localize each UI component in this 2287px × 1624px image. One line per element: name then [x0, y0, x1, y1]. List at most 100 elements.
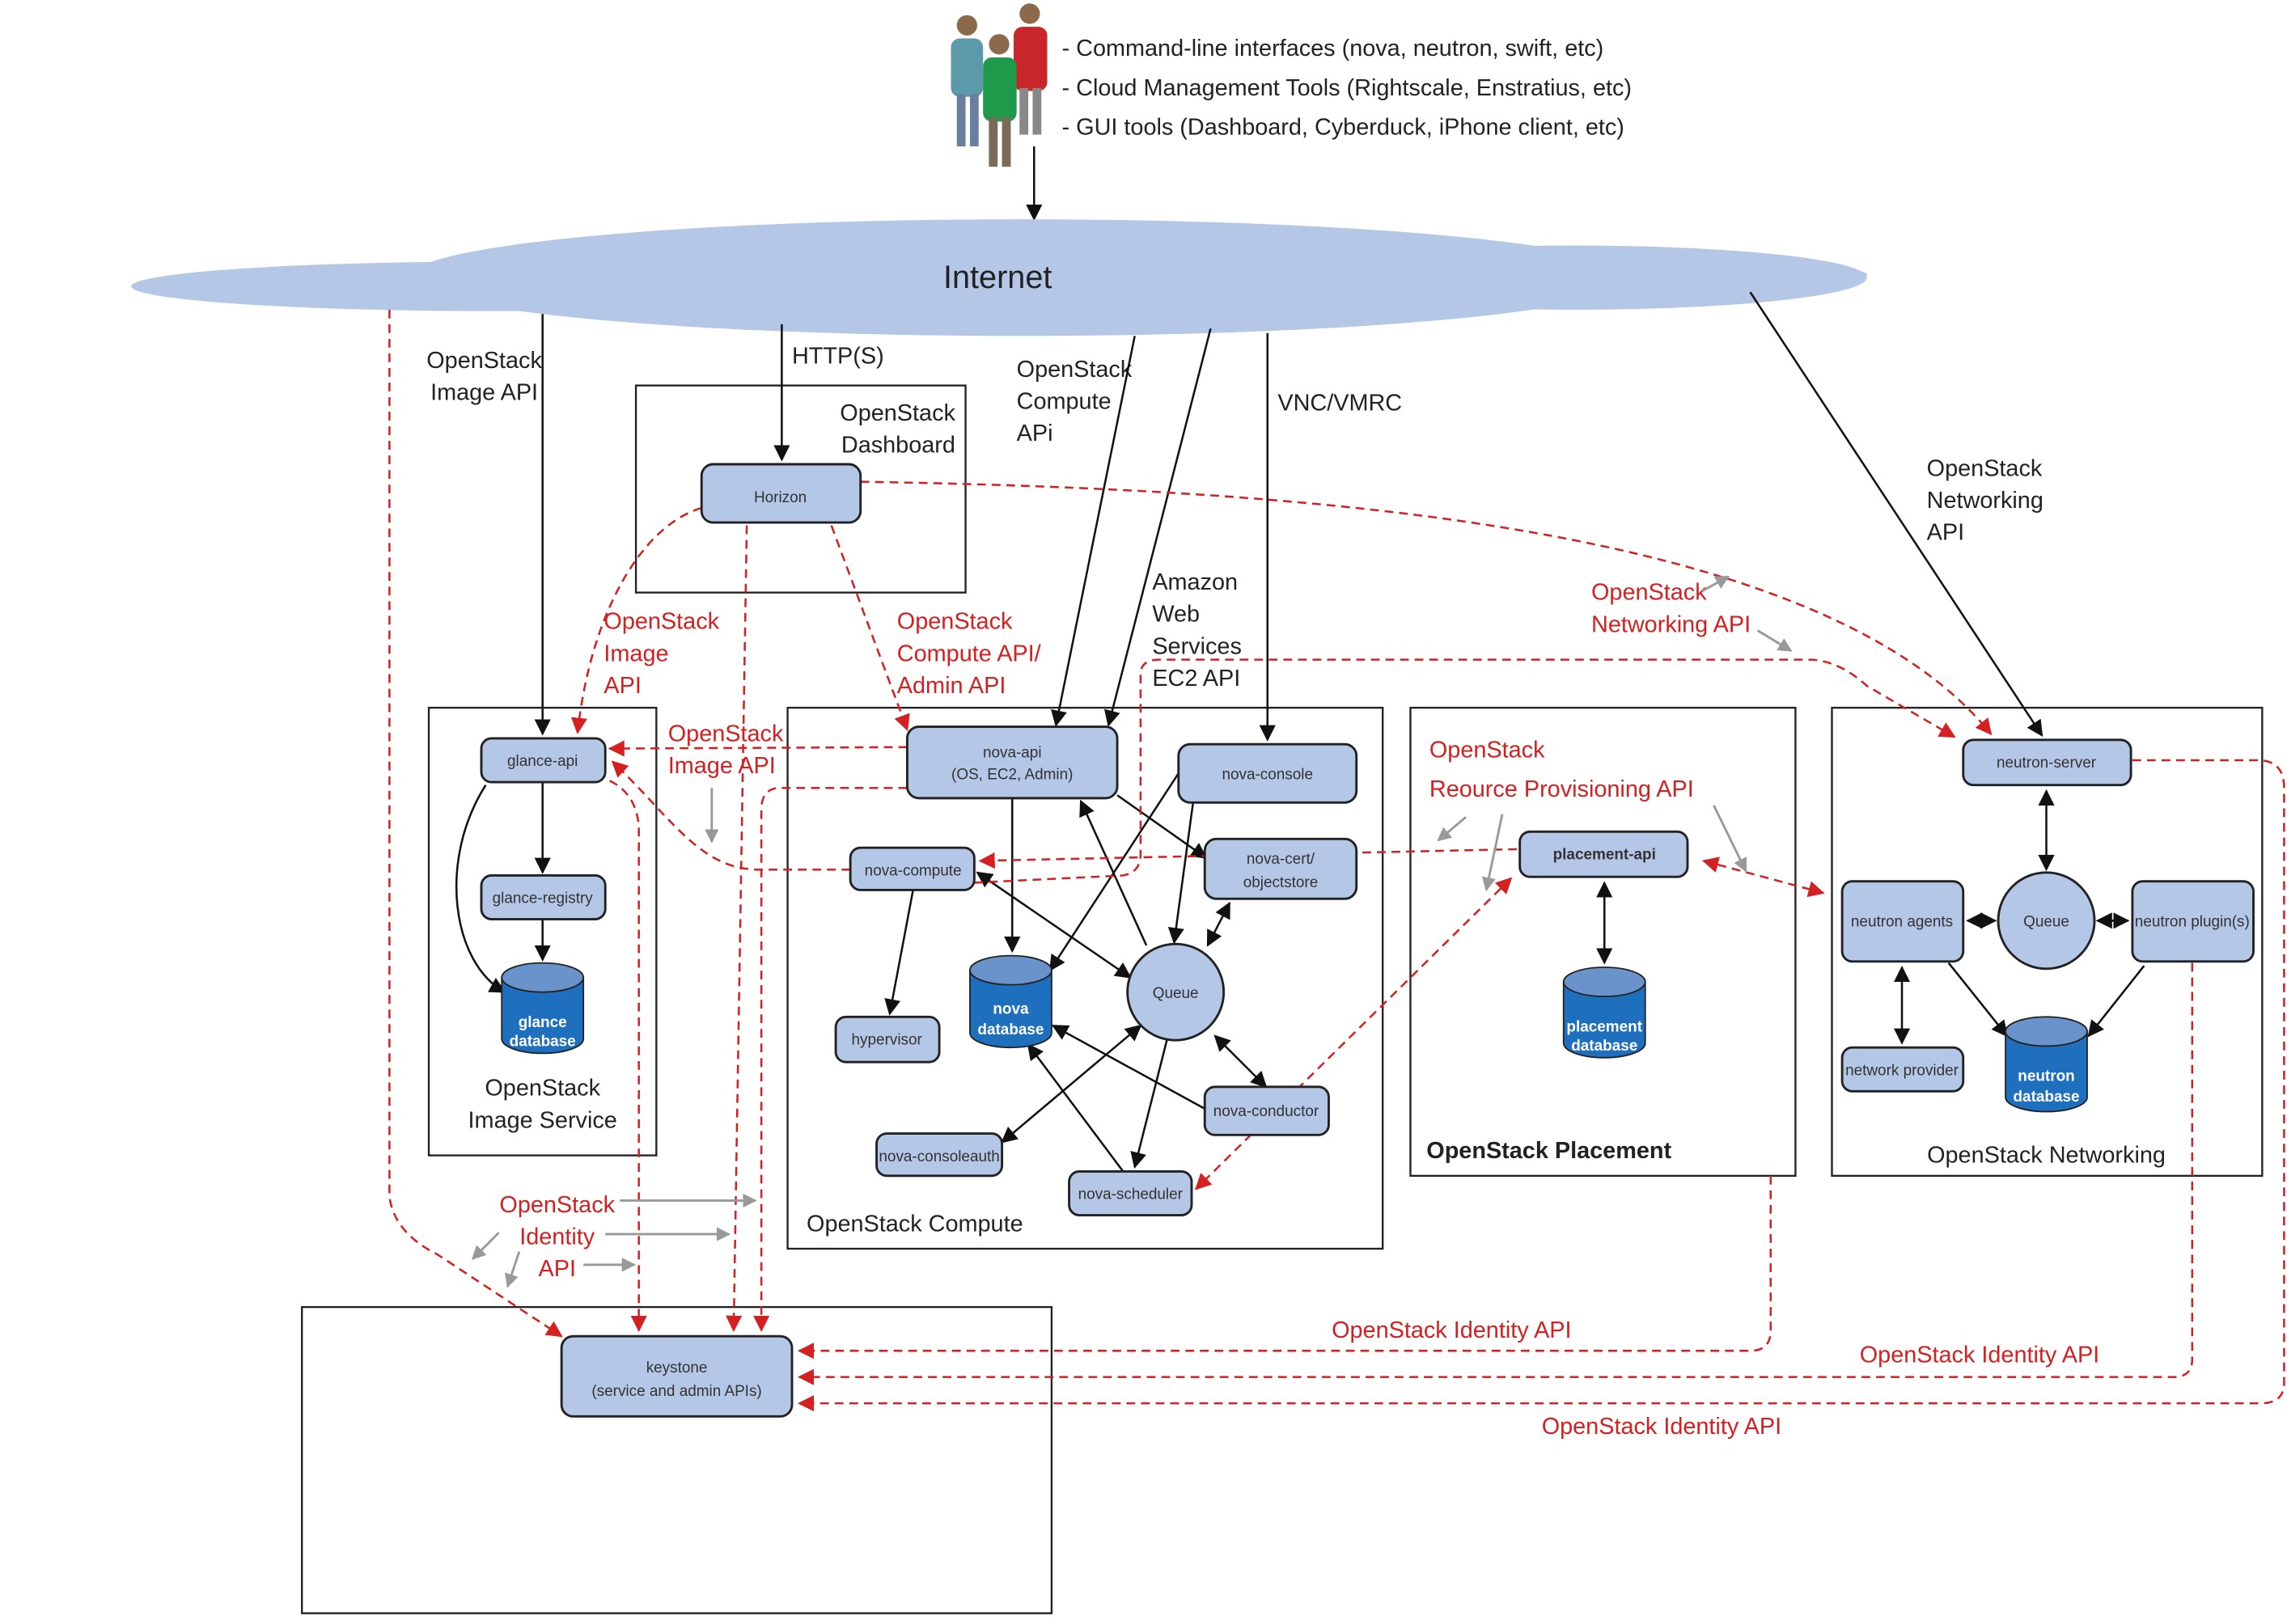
api-label: OpenStack — [1591, 580, 1707, 606]
api-label: OpenStack — [604, 609, 719, 635]
api-label: OpenStack — [897, 609, 1013, 635]
compute-title: OpenStack Compute — [807, 1211, 1023, 1237]
glance-registry-label: glance-registry — [493, 890, 594, 907]
identity-frame — [301, 1305, 1053, 1614]
nova-consoleauth-node[interactable]: nova-consoleauth — [875, 1132, 1004, 1178]
edge-label: Networking — [1927, 488, 2043, 514]
edge-label: OpenStack — [1017, 357, 1133, 383]
nova-cert-node[interactable]: nova-cert/ objectstore — [1203, 837, 1358, 900]
internet-cloud — [131, 219, 1867, 336]
nova-api-label: (OS, EC2, Admin) — [951, 766, 1073, 783]
neutron-server-label: neutron-server — [1997, 755, 2096, 772]
hypervisor-label: hypervisor — [852, 1032, 922, 1049]
image-service-title: Image Service — [468, 1107, 617, 1133]
placement-api-label: placement-api — [1553, 847, 1656, 864]
user-tool-item: - Cloud Management Tools (Rightscale, En… — [1062, 75, 1632, 101]
db-label: database — [510, 1033, 576, 1050]
dashboard-title: Dashboard — [841, 433, 955, 459]
edge-label: VNC/VMRC — [1277, 390, 1402, 416]
api-label: Compute API/ — [897, 641, 1042, 666]
nova-api-node[interactable]: nova-api (OS, EC2, Admin) — [905, 725, 1119, 800]
edge-label: OpenStack — [426, 348, 542, 374]
db-label: placement — [1566, 1018, 1642, 1035]
keystone-label: (service and admin APIs) — [591, 1383, 761, 1400]
nova-cert-label: nova-cert/ — [1247, 851, 1315, 868]
api-label: OpenStack — [1429, 737, 1545, 763]
internet-label: Internet — [943, 260, 1052, 295]
nova-database-icon: nova database — [969, 954, 1052, 1049]
edge-label: API — [1927, 520, 1964, 546]
api-label: Identity — [519, 1224, 595, 1250]
nova-cert-label: objectstore — [1243, 874, 1319, 891]
api-label: Image — [604, 641, 668, 666]
api-label: API — [604, 673, 641, 699]
nova-consoleauth-label: nova-consoleauth — [879, 1148, 999, 1165]
nova-compute-node[interactable]: nova-compute — [849, 846, 976, 891]
dashboard-title: OpenStack — [840, 400, 955, 426]
edge-label: APi — [1017, 421, 1053, 446]
api-label: OpenStack — [499, 1192, 615, 1218]
edge-label: Image API — [430, 380, 538, 406]
db-label: database — [1571, 1038, 1637, 1055]
neutron-agents-label: neutron agents — [1851, 914, 1953, 931]
nova-conductor-label: nova-conductor — [1213, 1103, 1319, 1120]
api-label: Admin API — [897, 673, 1006, 699]
dashboard-frame — [634, 384, 967, 594]
edge-label: Web — [1152, 602, 1200, 628]
neutron-server-node[interactable]: neutron-server — [1962, 738, 2132, 787]
horizon-node[interactable]: Horizon — [700, 463, 862, 524]
placement-api-node[interactable]: placement-api — [1518, 830, 1689, 878]
people-group-icon — [951, 3, 1048, 167]
user-tool-item: - GUI tools (Dashboard, Cyberduck, iPhon… — [1062, 115, 1624, 141]
nova-console-node[interactable]: nova-console — [1177, 742, 1358, 804]
api-label: Reource Provisioning API — [1429, 776, 1694, 802]
api-label: OpenStack Identity API — [1542, 1414, 1781, 1440]
nova-compute-label: nova-compute — [865, 862, 962, 879]
edge-label: HTTP(S) — [792, 344, 884, 370]
edge-label: EC2 API — [1152, 666, 1240, 691]
networking-frame — [1831, 706, 2264, 1178]
compute-queue-node[interactable]: Queue — [1126, 942, 1226, 1042]
api-label: Networking API — [1591, 611, 1751, 637]
nova-conductor-node[interactable]: nova-conductor — [1203, 1085, 1330, 1136]
api-label: API — [538, 1256, 575, 1282]
keystone-label: keystone — [646, 1360, 708, 1377]
edge-label: Services — [1152, 633, 1242, 659]
placement-database-icon: placement database — [1562, 966, 1646, 1059]
db-label: database — [2013, 1089, 2079, 1106]
glance-database-icon: glance database — [501, 962, 585, 1055]
api-label: OpenStack Identity API — [1860, 1343, 2099, 1368]
glance-registry-node[interactable]: glance-registry — [480, 873, 607, 920]
db-label: glance — [519, 1014, 567, 1031]
horizon-label: Horizon — [754, 489, 807, 506]
db-label: neutron — [2018, 1068, 2074, 1085]
nova-scheduler-label: nova-scheduler — [1078, 1186, 1183, 1203]
api-label: Image API — [668, 753, 776, 779]
network-provider-label: network provider — [1845, 1062, 1959, 1079]
db-label: nova — [993, 1001, 1029, 1018]
network-provider-node[interactable]: network provider — [1840, 1046, 1965, 1093]
api-label: OpenStack — [668, 721, 784, 747]
queue-label: Queue — [1153, 985, 1199, 1002]
edge-label: Compute — [1017, 388, 1112, 414]
nova-scheduler-node[interactable]: nova-scheduler — [1068, 1169, 1193, 1216]
glance-api-label: glance-api — [507, 753, 578, 770]
placement-title: OpenStack Placement — [1426, 1138, 1671, 1164]
image-service-title: OpenStack — [485, 1076, 600, 1102]
nova-api-label: nova-api — [983, 744, 1042, 761]
neutron-database-icon: neutron database — [2005, 1016, 2088, 1113]
keystone-node[interactable]: keystone (service and admin APIs) — [560, 1334, 794, 1418]
neutron-plugins-node[interactable]: neutron plugin(s) — [2131, 880, 2255, 963]
nova-console-label: nova-console — [1222, 766, 1313, 783]
edge-label: Amazon — [1152, 569, 1238, 595]
hypervisor-node[interactable]: hypervisor — [834, 1015, 941, 1064]
api-label: OpenStack Identity API — [1332, 1317, 1571, 1343]
glance-api-node[interactable]: glance-api — [480, 737, 607, 784]
networking-title: OpenStack Networking — [1927, 1143, 2166, 1169]
networking-queue-node[interactable]: Queue — [1997, 871, 2096, 971]
edge-label: OpenStack — [1927, 455, 2043, 481]
neutron-agents-node[interactable]: neutron agents — [1840, 880, 1965, 963]
db-label: database — [977, 1021, 1044, 1038]
queue-label: Queue — [2023, 914, 2069, 931]
